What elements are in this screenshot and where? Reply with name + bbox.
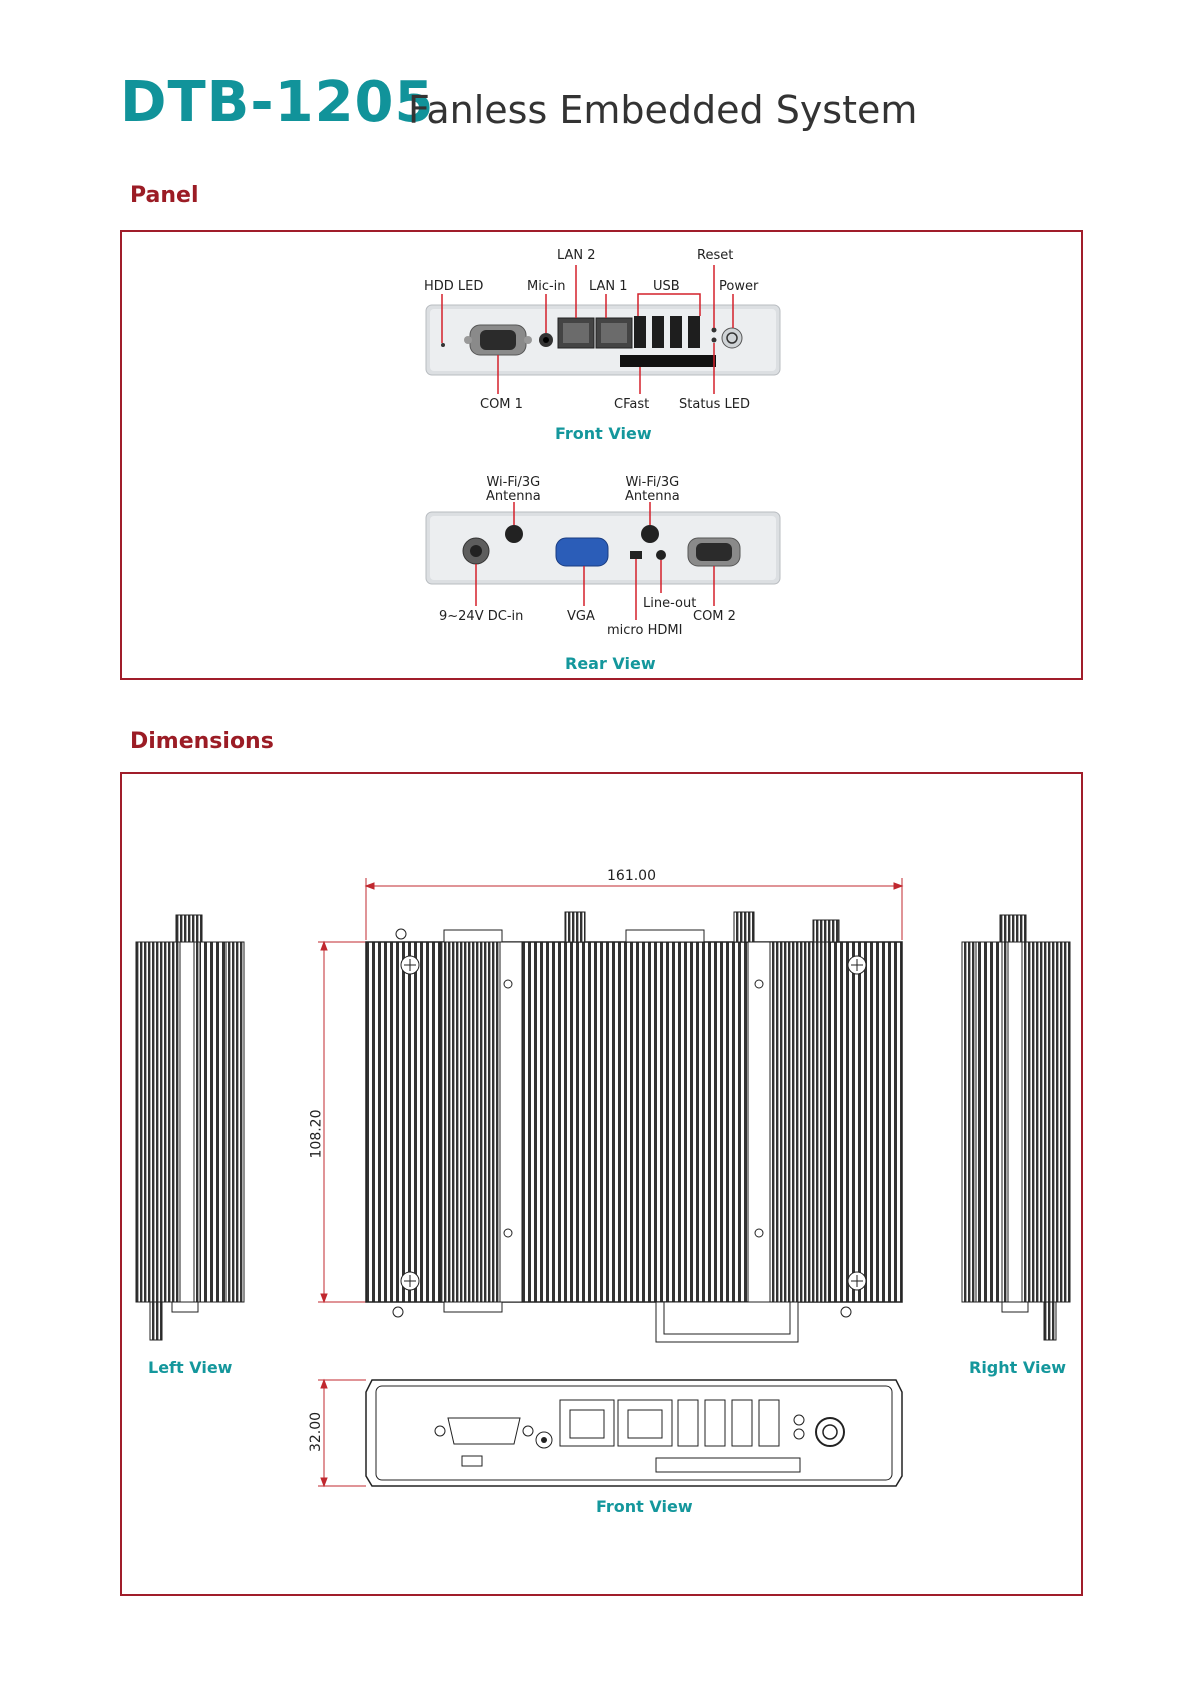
label-status-led: Status LED bbox=[679, 397, 751, 412]
dimension-height: 108.20 bbox=[308, 1109, 325, 1159]
label-mic-in: Mic-in bbox=[527, 279, 566, 294]
dimensions-heading: Dimensions bbox=[130, 729, 274, 754]
label-com2: COM 2 bbox=[693, 609, 736, 624]
dimension-width: 161.00 bbox=[607, 868, 656, 884]
rear-view-label: Rear View bbox=[565, 654, 656, 673]
label-lan2: LAN 2 bbox=[557, 248, 596, 263]
panel-heading: Panel bbox=[130, 183, 199, 208]
label-power: Power bbox=[719, 279, 759, 294]
label-antenna-right: Wi-Fi/3G Antenna bbox=[625, 475, 680, 504]
label-reset: Reset bbox=[697, 248, 734, 263]
dimensions-front-view-label: Front View bbox=[596, 1497, 693, 1516]
left-view-label: Left View bbox=[148, 1358, 233, 1377]
label-line-out: Line-out bbox=[643, 596, 697, 611]
label-hdd-led: HDD LED bbox=[424, 279, 484, 294]
label-antenna-left: Wi-Fi/3G Antenna bbox=[486, 475, 541, 504]
front-view-label: Front View bbox=[555, 424, 652, 443]
dimensions-box bbox=[120, 772, 1083, 1596]
label-vga: VGA bbox=[567, 609, 595, 624]
right-view-label: Right View bbox=[969, 1358, 1067, 1377]
label-lan1: LAN 1 bbox=[589, 279, 628, 294]
label-micro-hdmi: micro HDMI bbox=[607, 623, 683, 638]
product-subtitle: Fanless Embedded System bbox=[408, 88, 918, 132]
product-model: DTB-1205 bbox=[120, 70, 435, 135]
panel-box bbox=[120, 230, 1083, 680]
label-usb: USB bbox=[653, 279, 680, 294]
label-cfast: CFast bbox=[614, 397, 650, 412]
label-dc-in: 9~24V DC-in bbox=[439, 609, 524, 624]
label-com1: COM 1 bbox=[480, 397, 523, 412]
dimension-depth: 32.00 bbox=[308, 1411, 325, 1453]
